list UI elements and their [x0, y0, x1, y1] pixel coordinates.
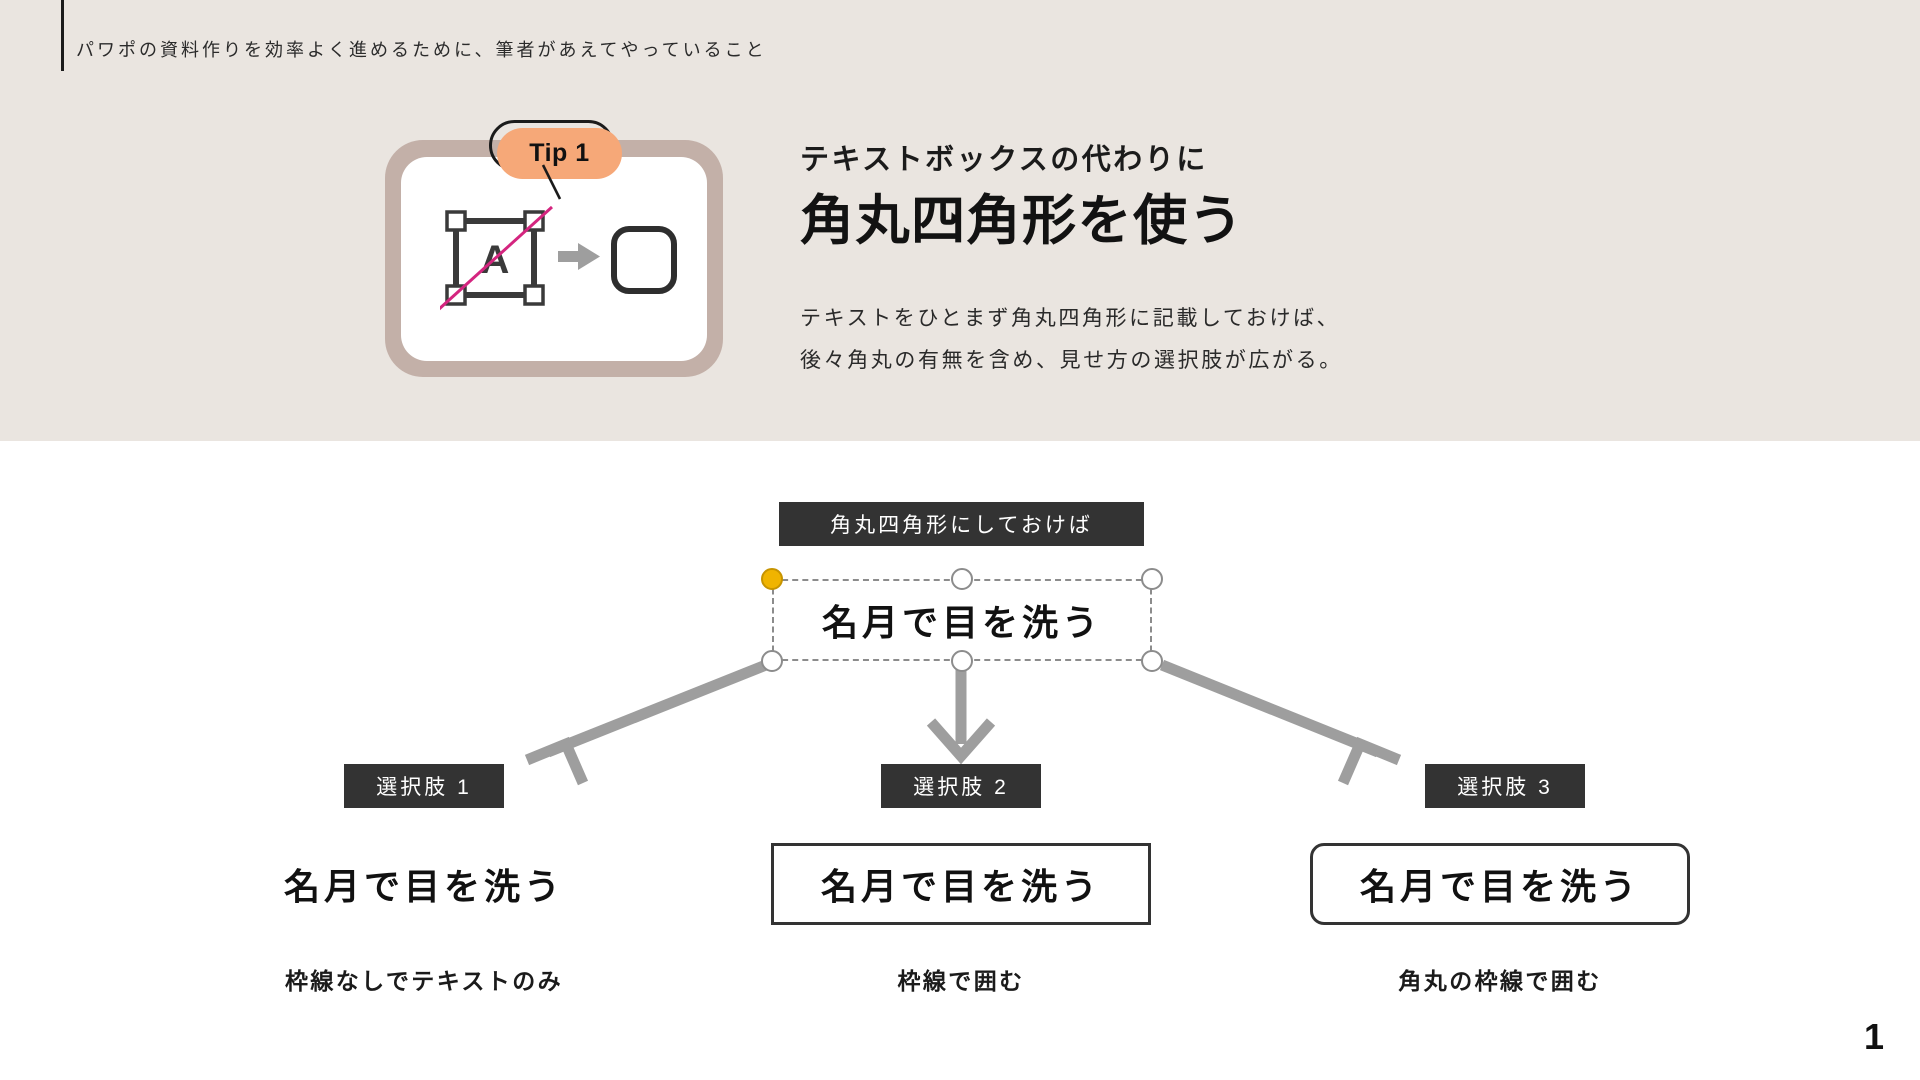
- arrow-to-option-1: [524, 659, 769, 786]
- resize-handle-top-right[interactable]: [1141, 568, 1163, 590]
- selected-textbox-text: 名月で目を洗う: [821, 602, 1102, 643]
- top-band-background: [0, 0, 1920, 441]
- option-1-sample: 名月で目を洗う: [283, 866, 564, 907]
- arrow-to-option-3: [1159, 659, 1402, 786]
- illustration-card-surface: [401, 157, 707, 361]
- source-tag: 角丸四角形にしておけば: [779, 502, 1144, 546]
- page-title: 角丸四角形を使う: [798, 190, 1244, 252]
- tip-badge-tail: [540, 163, 570, 203]
- option-1-tag: 選択肢 1: [344, 764, 504, 808]
- option-3-tag: 選択肢 3: [1425, 764, 1585, 808]
- option-2-caption: 枠線で囲む: [897, 968, 1025, 994]
- page-number: 1: [1863, 1016, 1884, 1057]
- resize-handle-bottom-center[interactable]: [951, 650, 973, 672]
- headline-rest-text: を使う: [1077, 191, 1244, 251]
- option-1-caption: 枠線なしでテキストのみ: [284, 968, 564, 994]
- option-3-caption: 角丸の枠線で囲む: [1398, 968, 1602, 994]
- headline-description-line-2: 後々角丸の有無を含め、見せ方の選択肢が広がる。: [800, 349, 1343, 372]
- resize-handle-top-left[interactable]: [761, 568, 783, 590]
- strikethrough-icon: [436, 205, 554, 312]
- headline-highlighted-text: 角丸四角形: [798, 191, 1079, 251]
- arrow-to-option-2: [926, 668, 996, 765]
- header-kicker: パワポの資料作りを効率よく進めるために、筆者があえてやっていること: [76, 40, 767, 60]
- resize-handle-bottom-right[interactable]: [1141, 650, 1163, 672]
- rounded-rectangle-icon: [611, 226, 677, 294]
- headline-description: テキストをひとまず角丸四角形に記載しておけば、 後々角丸の有無を含め、見せ方の選…: [800, 298, 1343, 382]
- option-3-sample: 名月で目を洗う: [1310, 843, 1690, 925]
- option-2-sample: 名月で目を洗う: [771, 843, 1151, 925]
- tip-badge-label: Tip 1: [529, 139, 590, 167]
- header-accent-rule: [61, 0, 64, 71]
- option-2-tag: 選択肢 2: [881, 764, 1041, 808]
- resize-handle-top-center[interactable]: [951, 568, 973, 590]
- resize-handle-bottom-left[interactable]: [761, 650, 783, 672]
- arrow-right-icon: [558, 243, 600, 270]
- tip-badge: [497, 128, 622, 179]
- headline-description-line-1: テキストをひとまず角丸四角形に記載しておけば、: [800, 307, 1341, 330]
- headline-kicker: テキストボックスの代わりに: [800, 144, 1208, 176]
- illustration-graphic: A: [436, 205, 680, 315]
